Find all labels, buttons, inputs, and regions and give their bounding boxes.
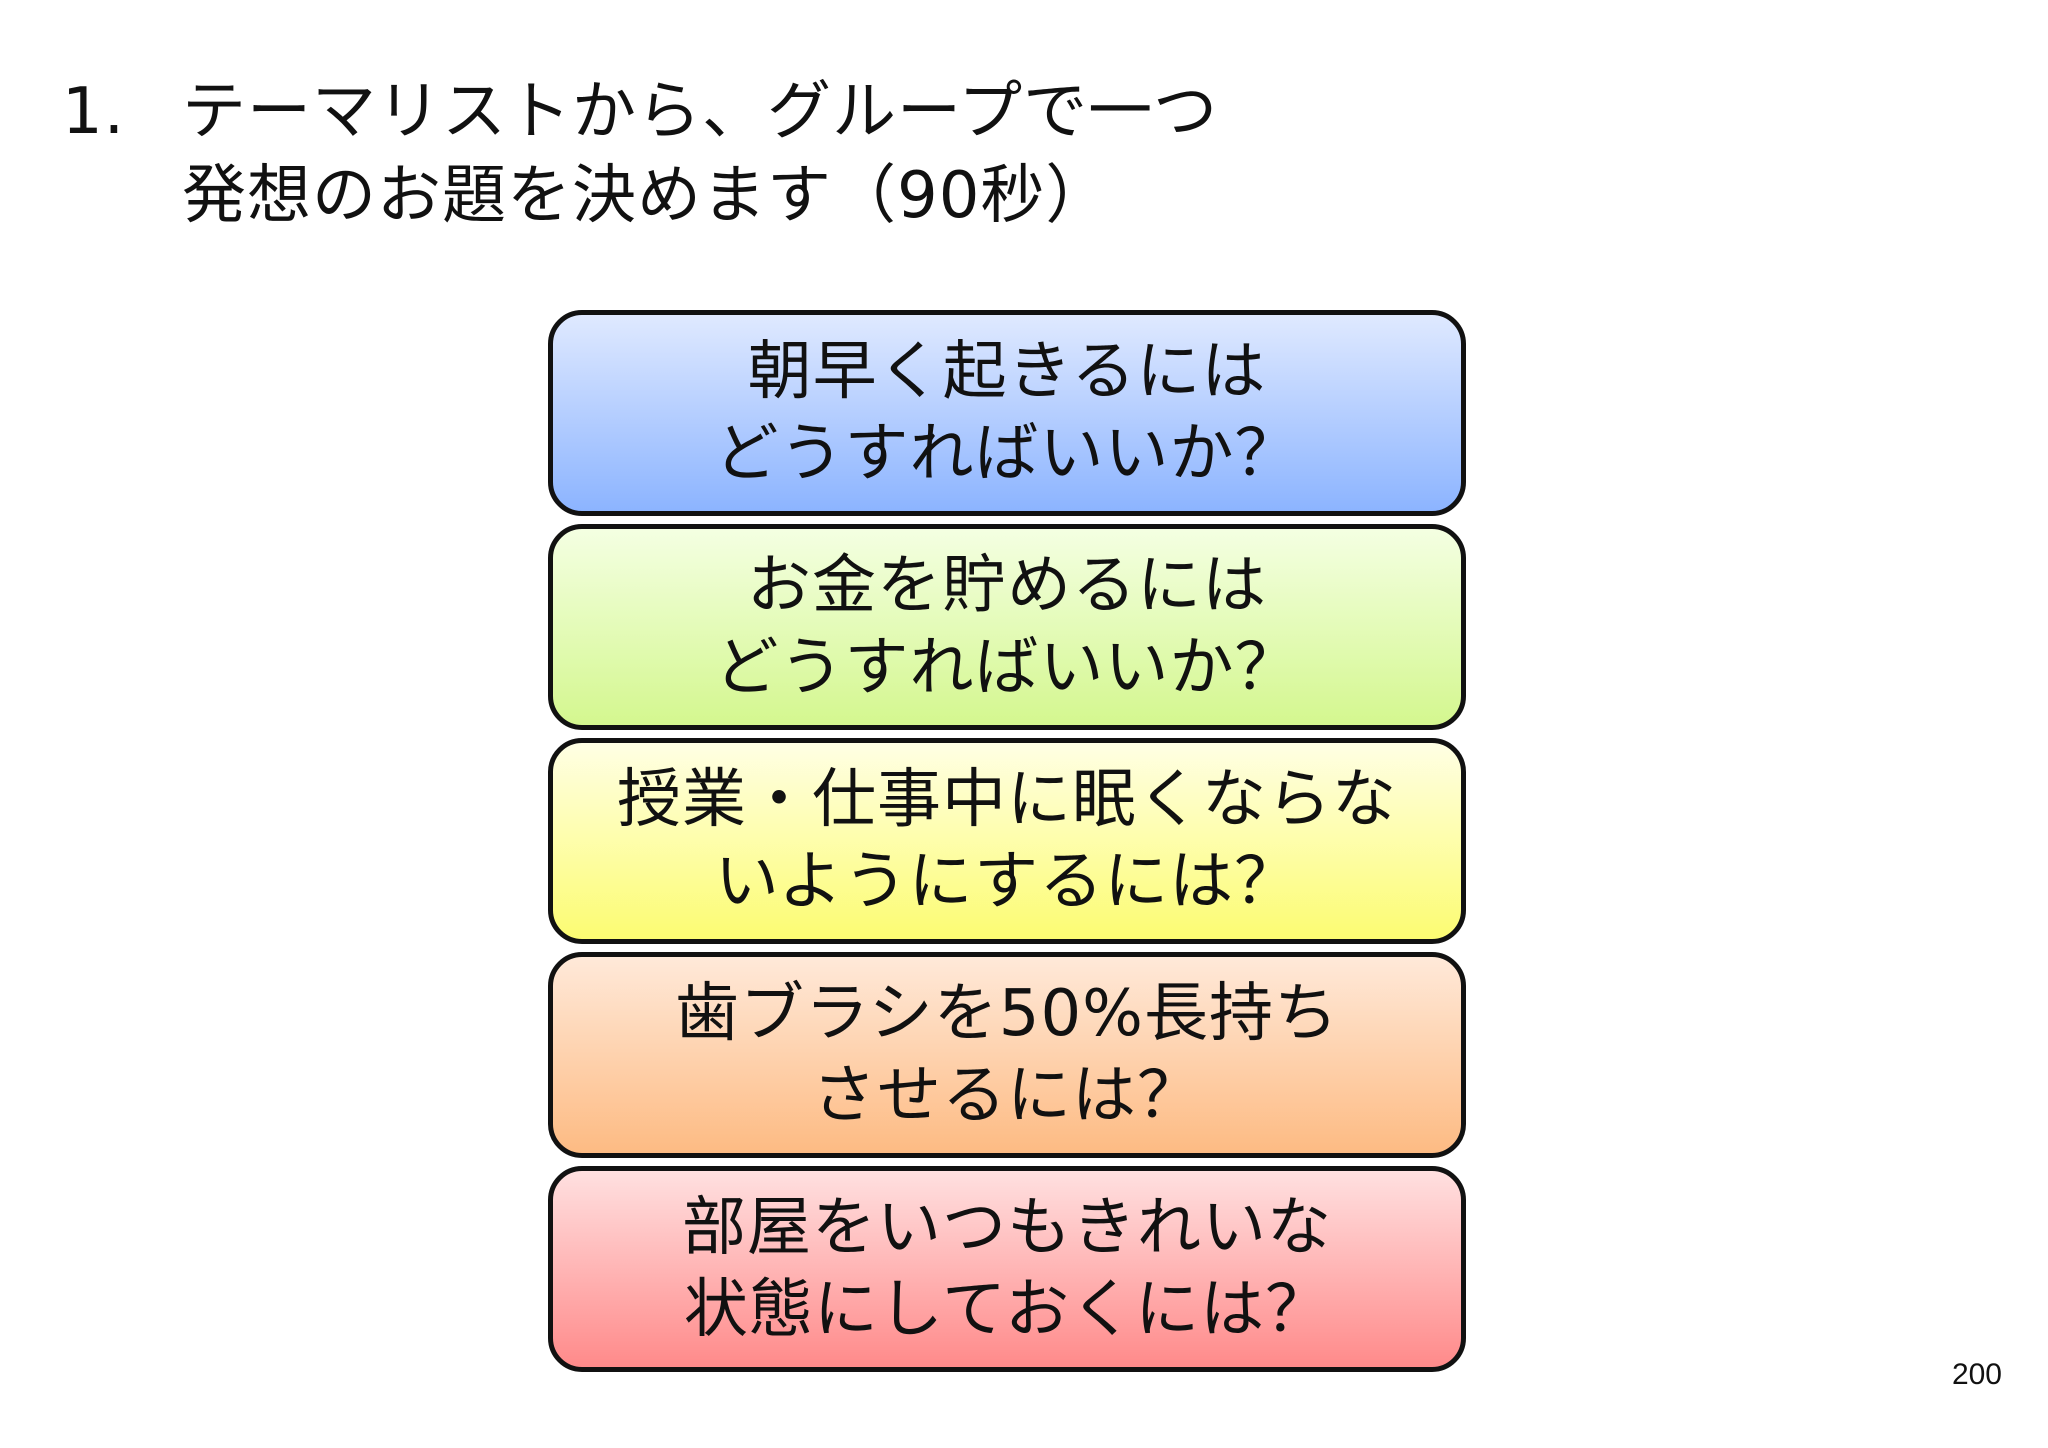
topic-box-stay-awake: 授業・仕事中に眠くならな いようにするには？	[548, 738, 1466, 944]
topic-text: 歯ブラシを50%長持ち させるには？	[675, 977, 1339, 1133]
topic-box-clean-room: 部屋をいつもきれいな 状態にしておくには？	[548, 1166, 1466, 1372]
page-number: 200	[1951, 1358, 2002, 1391]
topic-box-toothbrush: 歯ブラシを50%長持ち させるには？	[548, 952, 1466, 1158]
topic-list: 朝早く起きるには どうすればいいか？ お金を貯めるには どうすればいいか？ 授業…	[548, 310, 1466, 1380]
title-text-line-1: テーマリストから、グループで一つ	[182, 75, 1219, 149]
topic-box-wake-up: 朝早く起きるには どうすればいいか？	[548, 310, 1466, 516]
topic-text: お金を貯めるには どうすればいいか？	[714, 549, 1300, 705]
title-number: 1.	[62, 75, 126, 149]
title-line-1: 1. テーマリストから、グループで一つ	[62, 70, 1562, 154]
topic-text: 朝早く起きるには どうすればいいか？	[714, 335, 1300, 491]
topic-text: 部屋をいつもきれいな 状態にしておくには？	[682, 1191, 1332, 1347]
title-line-2: 発想のお題を決めます（90秒）	[62, 154, 1562, 238]
topic-text: 授業・仕事中に眠くならな いようにするには？	[617, 763, 1397, 919]
title-text-line-2: 発想のお題を決めます（90秒）	[182, 159, 1111, 233]
slide-title: 1. テーマリストから、グループで一つ 発想のお題を決めます（90秒）	[62, 70, 1562, 238]
topic-box-save-money: お金を貯めるには どうすればいいか？	[548, 524, 1466, 730]
